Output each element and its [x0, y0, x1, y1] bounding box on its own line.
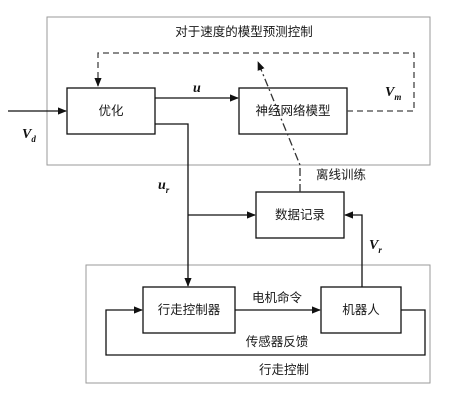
- data-recorder-block: [255, 191, 345, 239]
- vd-signal-label: Vd: [22, 127, 36, 144]
- vm-feedback-dashed: [94, 52, 415, 112]
- vr-arrow: [344, 211, 363, 287]
- nn-model-label: 神经网络模型: [255, 103, 330, 118]
- mpc-group-frame: [46, 16, 431, 166]
- walk-control-group-label: 行走控制: [259, 362, 309, 377]
- ur-signal-label: ur: [158, 178, 170, 195]
- vm-signal-label: Vm: [385, 85, 401, 102]
- optimizer-block: [66, 87, 156, 135]
- offline-training-label: 离线训练: [316, 167, 367, 182]
- walk-control-group-frame: [85, 264, 431, 384]
- data-recorder-label: 数据记录: [275, 207, 325, 222]
- u-signal-label: u: [193, 81, 201, 96]
- ur-arrow: [155, 123, 192, 287]
- optimizer-label: 优化: [98, 103, 124, 118]
- robot-label: 机器人: [342, 302, 380, 317]
- sensor-feedback-label: 传感器反馈: [246, 334, 309, 349]
- vr-signal-label: Vr: [369, 238, 382, 255]
- mpc-group-label: 对于速度的模型预测控制: [175, 24, 313, 39]
- nn-model-block: [238, 87, 348, 135]
- offline-training-dashdot: [257, 61, 301, 192]
- walk-controller-block: [142, 286, 236, 334]
- motor-command-label: 电机命令: [252, 290, 303, 305]
- sensor-feedback-arrow: [105, 306, 426, 356]
- robot-block: [320, 286, 402, 334]
- walk-controller-label: 行走控制器: [158, 302, 221, 317]
